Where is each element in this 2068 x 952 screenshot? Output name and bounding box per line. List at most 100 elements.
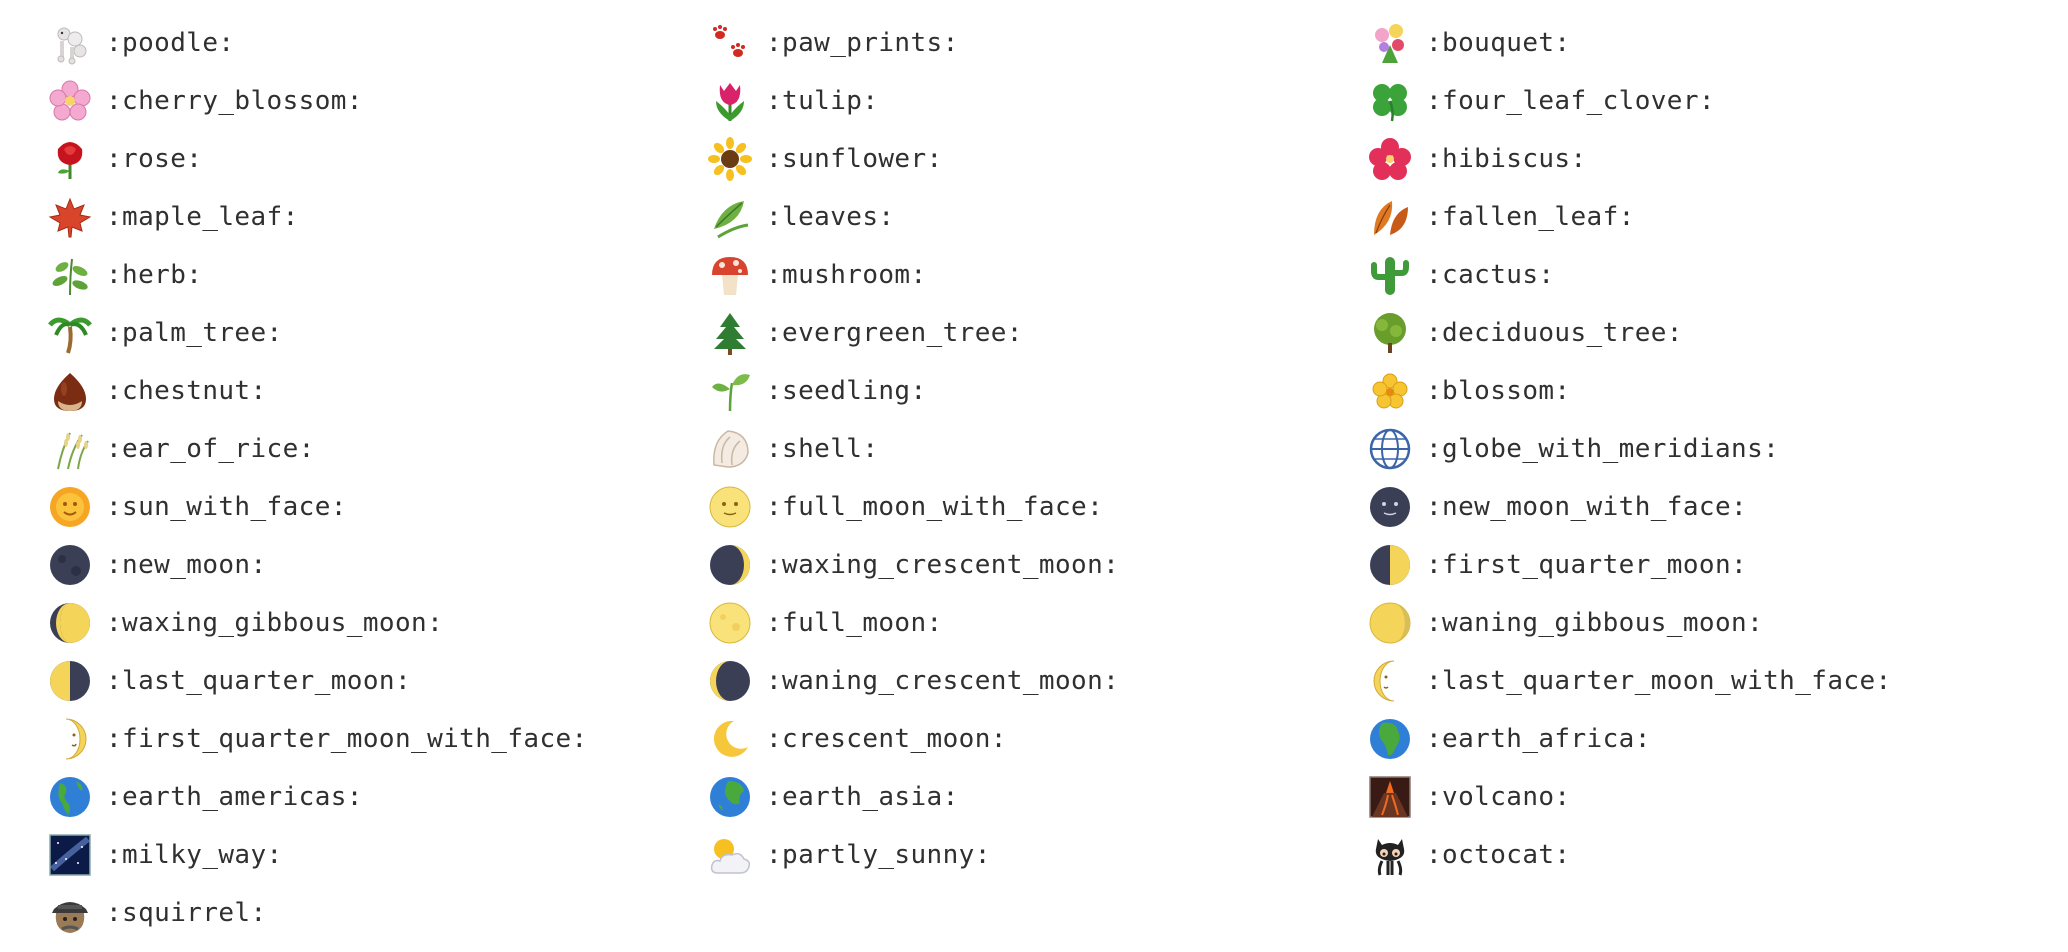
emoji-shortcode: :globe_with_meridians: bbox=[1426, 434, 1780, 464]
emoji-shortcode: :partly_sunny: bbox=[766, 840, 991, 870]
emoji-shortcode: :last_quarter_moon_with_face: bbox=[1426, 666, 1892, 696]
emoji-shortcode: :hibiscus: bbox=[1426, 144, 1587, 174]
emoji-entry: :squirrel: bbox=[0, 884, 660, 942]
emoji-entry: :cherry_blossom: bbox=[0, 72, 660, 130]
emoji-entry: :herb: bbox=[0, 246, 660, 304]
emoji-column-3: :bouquet::four_leaf_clover::hibiscus::fa… bbox=[1320, 14, 1980, 884]
emoji-shortcode: :first_quarter_moon_with_face: bbox=[106, 724, 588, 754]
emoji-shortcode: :waxing_gibbous_moon: bbox=[106, 608, 444, 638]
emoji-entry: :shell: bbox=[660, 420, 1320, 478]
emoji-shortcode: :poodle: bbox=[106, 28, 235, 58]
waxing-gibbous-moon-icon bbox=[48, 601, 92, 645]
volcano-icon bbox=[1368, 775, 1412, 819]
emoji-entry: :new_moon: bbox=[0, 536, 660, 594]
emoji-shortcode: :fallen_leaf: bbox=[1426, 202, 1635, 232]
milky-way-icon bbox=[48, 833, 92, 877]
emoji-entry: :earth_africa: bbox=[1320, 710, 1980, 768]
full-moon-icon bbox=[708, 601, 752, 645]
blossom-icon bbox=[1368, 369, 1412, 413]
emoji-shortcode: :cherry_blossom: bbox=[106, 86, 363, 116]
rose-icon bbox=[48, 137, 92, 181]
emoji-shortcode: :palm_tree: bbox=[106, 318, 283, 348]
emoji-entry: :earth_asia: bbox=[660, 768, 1320, 826]
squirrel-icon bbox=[48, 891, 92, 935]
emoji-entry: :waning_gibbous_moon: bbox=[1320, 594, 1980, 652]
emoji-shortcode: :cactus: bbox=[1426, 260, 1555, 290]
first-quarter-moon-with-face-icon bbox=[48, 717, 92, 761]
sun-with-face-icon bbox=[48, 485, 92, 529]
fallen-leaf-icon bbox=[1368, 195, 1412, 239]
palm-tree-icon bbox=[48, 311, 92, 355]
emoji-entry: :blossom: bbox=[1320, 362, 1980, 420]
emoji-entry: :sunflower: bbox=[660, 130, 1320, 188]
mushroom-icon bbox=[708, 253, 752, 297]
emoji-shortcode: :volcano: bbox=[1426, 782, 1571, 812]
emoji-entry: :first_quarter_moon: bbox=[1320, 536, 1980, 594]
cherry-blossom-icon bbox=[48, 79, 92, 123]
tulip-icon bbox=[708, 79, 752, 123]
emoji-shortcode: :four_leaf_clover: bbox=[1426, 86, 1715, 116]
emoji-entry: :tulip: bbox=[660, 72, 1320, 130]
emoji-entry: :waxing_crescent_moon: bbox=[660, 536, 1320, 594]
emoji-shortcode: :waning_gibbous_moon: bbox=[1426, 608, 1764, 638]
emoji-entry: :new_moon_with_face: bbox=[1320, 478, 1980, 536]
emoji-shortcode: :tulip: bbox=[766, 86, 879, 116]
emoji-shortcode: :paw_prints: bbox=[766, 28, 959, 58]
emoji-entry: :fallen_leaf: bbox=[1320, 188, 1980, 246]
paw-prints-icon bbox=[708, 21, 752, 65]
last-quarter-moon-icon bbox=[48, 659, 92, 703]
emoji-entry: :full_moon: bbox=[660, 594, 1320, 652]
emoji-entry: :full_moon_with_face: bbox=[660, 478, 1320, 536]
emoji-shortcode: :leaves: bbox=[766, 202, 895, 232]
emoji-shortcode: :full_moon: bbox=[766, 608, 943, 638]
emoji-shortcode: :octocat: bbox=[1426, 840, 1571, 870]
earth-asia-icon bbox=[708, 775, 752, 819]
shell-icon bbox=[708, 427, 752, 471]
emoji-shortcode: :sunflower: bbox=[766, 144, 943, 174]
emoji-shortcode: :waxing_crescent_moon: bbox=[766, 550, 1120, 580]
four-leaf-clover-icon bbox=[1368, 79, 1412, 123]
crescent-moon-icon bbox=[708, 717, 752, 761]
emoji-shortcode: :earth_africa: bbox=[1426, 724, 1651, 754]
emoji-entry: :maple_leaf: bbox=[0, 188, 660, 246]
emoji-entry: :four_leaf_clover: bbox=[1320, 72, 1980, 130]
emoji-entry: :mushroom: bbox=[660, 246, 1320, 304]
emoji-shortcode: :maple_leaf: bbox=[106, 202, 299, 232]
emoji-entry: :partly_sunny: bbox=[660, 826, 1320, 884]
first-quarter-moon-icon bbox=[1368, 543, 1412, 587]
emoji-entry: :milky_way: bbox=[0, 826, 660, 884]
emoji-entry: :first_quarter_moon_with_face: bbox=[0, 710, 660, 768]
globe-with-meridians-icon bbox=[1368, 427, 1412, 471]
emoji-entry: :volcano: bbox=[1320, 768, 1980, 826]
emoji-shortcode: :evergreen_tree: bbox=[766, 318, 1023, 348]
leaves-icon bbox=[708, 195, 752, 239]
emoji-entry: :bouquet: bbox=[1320, 14, 1980, 72]
ear-of-rice-icon bbox=[48, 427, 92, 471]
full-moon-with-face-icon bbox=[708, 485, 752, 529]
emoji-shortcode: :first_quarter_moon: bbox=[1426, 550, 1748, 580]
emoji-column-2: :paw_prints::tulip::sunflower::leaves::m… bbox=[660, 14, 1320, 884]
emoji-shortcode: :full_moon_with_face: bbox=[766, 492, 1104, 522]
emoji-entry: :poodle: bbox=[0, 14, 660, 72]
emoji-column-1: :poodle::cherry_blossom::rose::maple_lea… bbox=[0, 14, 660, 942]
emoji-shortcode: :mushroom: bbox=[766, 260, 927, 290]
emoji-shortcode: :milky_way: bbox=[106, 840, 283, 870]
emoji-entry: :evergreen_tree: bbox=[660, 304, 1320, 362]
emoji-shortcode: :herb: bbox=[106, 260, 203, 290]
emoji-entry: :seedling: bbox=[660, 362, 1320, 420]
emoji-entry: :last_quarter_moon_with_face: bbox=[1320, 652, 1980, 710]
emoji-entry: :leaves: bbox=[660, 188, 1320, 246]
deciduous-tree-icon bbox=[1368, 311, 1412, 355]
earth-africa-icon bbox=[1368, 717, 1412, 761]
emoji-entry: :paw_prints: bbox=[660, 14, 1320, 72]
emoji-shortcode: :earth_americas: bbox=[106, 782, 363, 812]
emoji-entry: :ear_of_rice: bbox=[0, 420, 660, 478]
emoji-shortcode: :seedling: bbox=[766, 376, 927, 406]
emoji-shortcode: :chestnut: bbox=[106, 376, 267, 406]
evergreen-tree-icon bbox=[708, 311, 752, 355]
last-quarter-moon-with-face-icon bbox=[1368, 659, 1412, 703]
emoji-entry: :hibiscus: bbox=[1320, 130, 1980, 188]
emoji-shortcode: :ear_of_rice: bbox=[106, 434, 315, 464]
poodle-icon bbox=[48, 21, 92, 65]
